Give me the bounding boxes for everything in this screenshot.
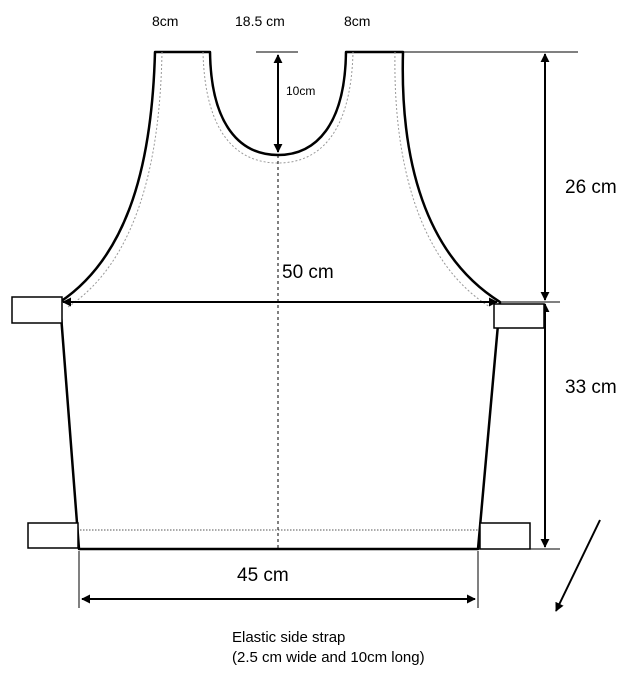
- label-hem-width: 45 cm: [237, 565, 289, 586]
- strap-pointer-arrow: [555, 519, 601, 612]
- seam-line-right-armhole: [394, 51, 491, 308]
- label-strap-right-width: 8cm: [344, 13, 370, 29]
- elastic-strap-top-left: [11, 296, 63, 324]
- caption-line-1: Elastic side strap: [232, 629, 346, 646]
- label-chest-width: 50 cm: [282, 262, 334, 283]
- label-neck-width: 18.5 cm: [235, 13, 285, 29]
- label-strap-left-width: 8cm: [152, 13, 178, 29]
- elastic-strap-top-right: [493, 303, 545, 329]
- elastic-strap-caption: Elastic side strap (2.5 cm wide and 10cm…: [232, 628, 425, 668]
- label-lower-height: 33 cm: [565, 377, 617, 398]
- label-upper-height: 26 cm: [565, 177, 617, 198]
- label-neck-depth: 10cm: [286, 84, 315, 98]
- seam-line-left-armhole: [67, 51, 163, 308]
- bodice-outline: [58, 50, 502, 551]
- caption-line-2: (2.5 cm wide and 10cm long): [232, 649, 425, 666]
- elastic-strap-bottom-right: [479, 522, 531, 550]
- elastic-strap-bottom-left: [27, 522, 79, 549]
